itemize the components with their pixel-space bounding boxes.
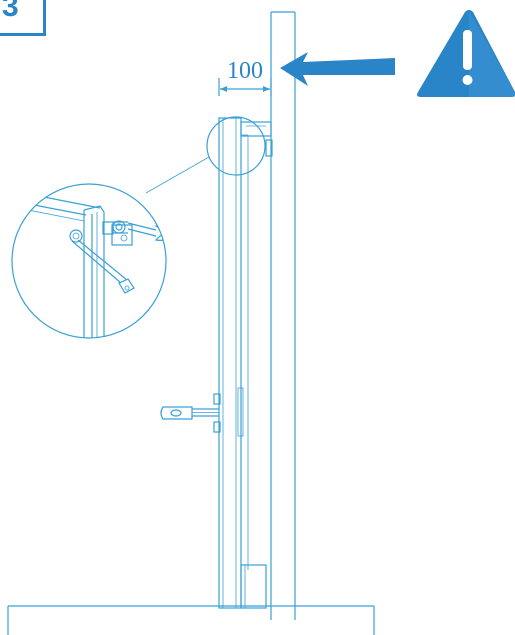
- middle-bolt: [160, 393, 221, 433]
- detail-marker-circle: [206, 116, 266, 176]
- dimension-line: [218, 78, 272, 96]
- ground: [7, 605, 375, 635]
- top-hinge-bracket: [240, 121, 273, 157]
- wall-post: [270, 11, 296, 620]
- arrow-left-icon: [280, 52, 395, 86]
- dimension-label: 100: [227, 58, 263, 84]
- callout-line: [145, 156, 210, 194]
- warning-triangle-icon: [417, 10, 515, 97]
- gate-panel: [218, 117, 267, 609]
- zoom-detail: [11, 183, 167, 339]
- step-number-badge: 3: [0, 0, 46, 36]
- step-number: 3: [2, 0, 19, 23]
